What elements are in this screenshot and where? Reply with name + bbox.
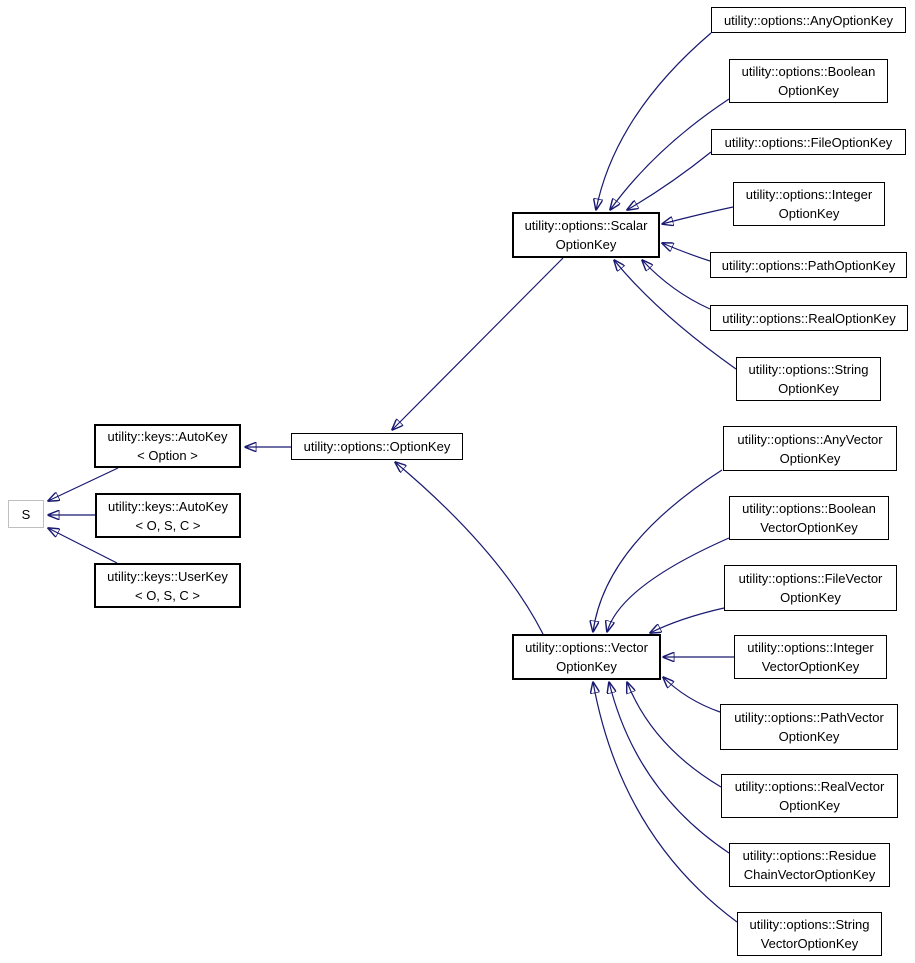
inheritance-arrow-residuechainvectoroptionkey-to-vectoroptionkey — [609, 682, 730, 854]
inheritance-arrow-realvectoroptionkey-to-vectoroptionkey — [627, 682, 722, 788]
class-node-residuechainvectoroptionkey[interactable]: utility::options::Residue ChainVectorOpt… — [729, 843, 890, 887]
inheritance-arrow-stringvectoroptionkey-to-vectoroptionkey — [593, 682, 738, 923]
class-node-realvectoroptionkey[interactable]: utility::options::RealVector OptionKey — [721, 774, 898, 818]
class-node-realoptionkey[interactable]: utility::options::RealOptionKey — [710, 305, 908, 331]
inheritance-arrow-booleanoptionkey-to-scalaroptionkey — [610, 98, 730, 210]
class-node-autokey-option[interactable]: utility::keys::AutoKey < Option > — [94, 424, 241, 468]
inheritance-arrow-autokey-option-to-s — [48, 467, 119, 501]
inheritance-arrow-realoptionkey-to-scalaroptionkey — [642, 260, 711, 310]
inheritance-arrow-vectoroptionkey-to-optionkey — [395, 462, 544, 635]
inheritance-arrow-anyvectoroptionkey-to-vectoroptionkey — [593, 469, 723, 632]
inheritance-arrow-anyoptionkey-to-scalaroptionkey — [596, 32, 712, 210]
class-node-integervectoroptionkey[interactable]: utility::options::Integer VectorOptionKe… — [734, 635, 887, 679]
class-node-anyvectoroptionkey[interactable]: utility::options::AnyVector OptionKey — [723, 426, 897, 471]
inheritance-arrow-scalaroptionkey-to-optionkey — [392, 257, 564, 430]
class-node-optionkey[interactable]: utility::options::OptionKey — [291, 433, 463, 460]
inheritance-arrow-booleanvectoroptionkey-to-vectoroptionkey — [607, 537, 730, 632]
class-node-stringoptionkey[interactable]: utility::options::String OptionKey — [736, 357, 881, 401]
edges-group — [48, 32, 738, 923]
class-node-s: S — [8, 500, 44, 528]
inheritance-arrow-pathoptionkey-to-scalaroptionkey — [662, 243, 711, 262]
class-node-pathvectoroptionkey[interactable]: utility::options::PathVector OptionKey — [720, 704, 898, 750]
inheritance-arrow-integeroptionkey-to-scalaroptionkey — [662, 206, 734, 224]
class-node-autokey-osc[interactable]: utility::keys::AutoKey < O, S, C > — [95, 493, 241, 538]
class-node-userkey-osc[interactable]: utility::keys::UserKey < O, S, C > — [94, 563, 241, 608]
inheritance-arrow-userkey-osc-to-s — [48, 528, 118, 564]
inheritance-arrow-stringoptionkey-to-scalaroptionkey — [614, 260, 737, 370]
class-node-fileoptionkey[interactable]: utility::options::FileOptionKey — [711, 129, 906, 155]
class-node-pathoptionkey[interactable]: utility::options::PathOptionKey — [710, 252, 907, 278]
class-node-scalaroptionkey[interactable]: utility::options::Scalar OptionKey — [512, 212, 660, 258]
class-node-booleanvectoroptionkey[interactable]: utility::options::Boolean VectorOptionKe… — [729, 496, 889, 540]
inheritance-arrow-filevectoroptionkey-to-vectoroptionkey — [650, 607, 725, 633]
class-node-booleanoptionkey[interactable]: utility::options::Boolean OptionKey — [729, 59, 888, 103]
class-node-stringvectoroptionkey[interactable]: utility::options::String VectorOptionKey — [737, 912, 882, 956]
inheritance-arrow-fileoptionkey-to-scalaroptionkey — [627, 151, 712, 210]
class-node-integeroptionkey[interactable]: utility::options::Integer OptionKey — [733, 182, 885, 226]
class-node-anyoptionkey[interactable]: utility::options::AnyOptionKey — [711, 7, 906, 33]
inheritance-arrow-pathvectoroptionkey-to-vectoroptionkey — [663, 677, 721, 713]
class-node-filevectoroptionkey[interactable]: utility::options::FileVector OptionKey — [724, 565, 897, 611]
class-node-vectoroptionkey[interactable]: utility::options::Vector OptionKey — [512, 634, 661, 680]
